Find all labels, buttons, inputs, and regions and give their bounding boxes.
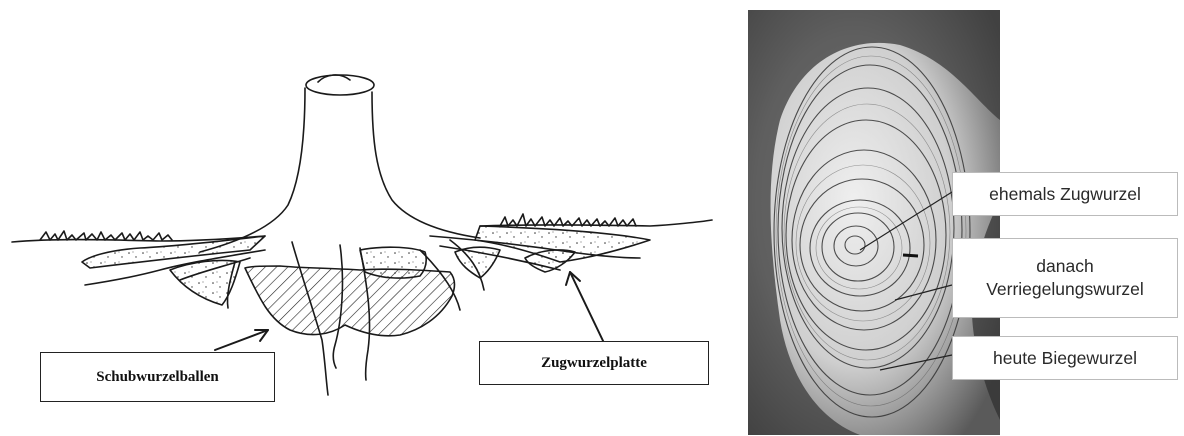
label-then-line1: danach [1036,255,1093,278]
trunk-top [306,75,374,95]
label-former-tension-root: ehemals Zugwurzel [952,172,1178,216]
trunk [200,88,480,252]
label-today-text: heute Biegewurzel [993,347,1137,370]
label-push-root-ball-text: Schubwurzelballen [96,369,219,386]
grass-left [40,231,172,240]
label-former-text: ehemals Zugwurzel [989,183,1141,206]
label-tension-root-plate-text: Zugwurzelplatte [541,355,647,372]
label-today-bending-root: heute Biegewurzel [952,336,1178,380]
label-push-root-ball: Schubwurzelballen [40,352,275,402]
arrow-tension [570,272,605,345]
label-then-line2: Verriegelungswurzel [986,278,1144,301]
label-tension-root-plate: Zugwurzelplatte [479,341,709,385]
label-then-locking-root: danach Verriegelungswurzel [952,238,1178,318]
root-ball [245,266,454,336]
